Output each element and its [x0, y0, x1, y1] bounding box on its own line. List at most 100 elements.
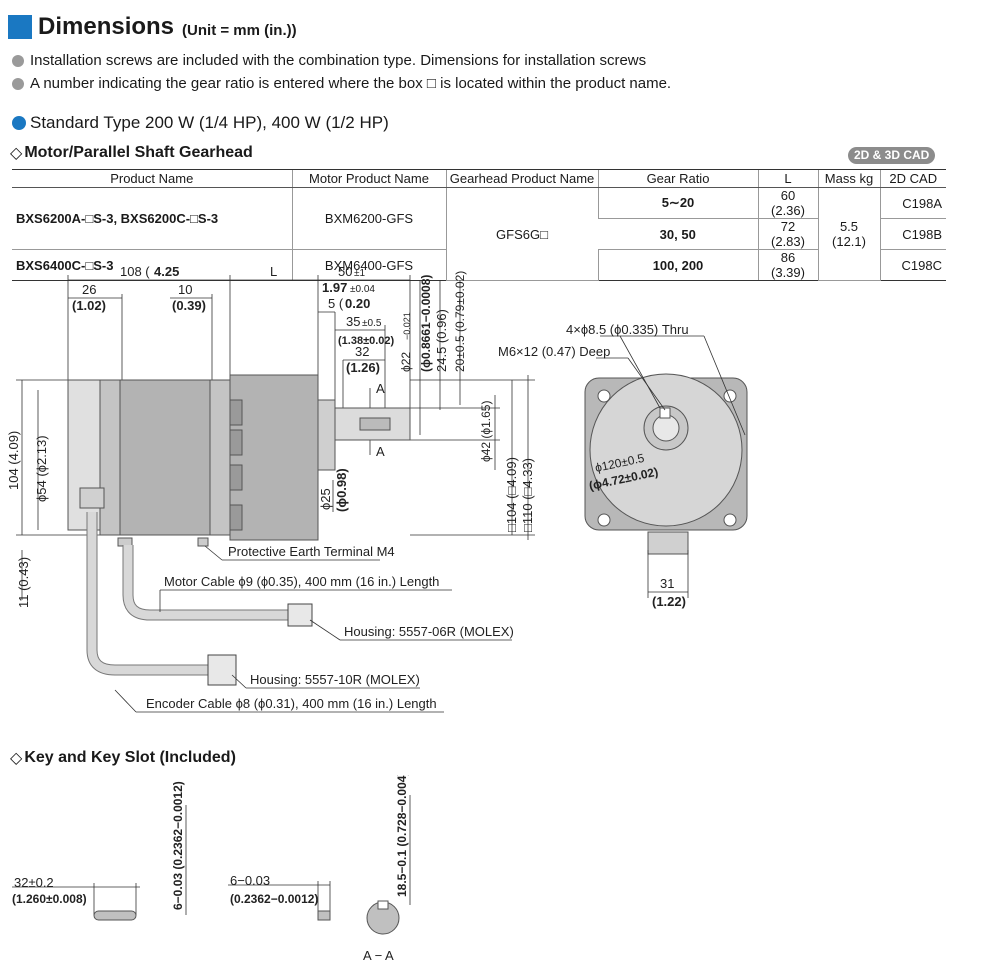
dim-32: 32	[355, 344, 369, 359]
dim-phi25: ϕ25	[318, 488, 333, 510]
col-header: Gearhead Product Name	[445, 169, 598, 188]
key-title: Key and Key Slot (Included)	[24, 749, 236, 766]
label-housing-1: Housing: 5557-06R (MOLEX)	[344, 624, 514, 639]
dim-5-in: 0.20	[345, 296, 370, 311]
key-width-v: 6−0.03 (0.2362−0.0012)	[171, 781, 185, 910]
bullet-icon	[12, 77, 24, 90]
dim-50: 50	[338, 264, 352, 279]
page-title: Dimensions (Unit = mm (in.))	[8, 10, 297, 44]
dim-L: L	[270, 264, 277, 279]
section-heading: Standard Type 200 W (1/4 HP), 400 W (1/2…	[12, 113, 389, 133]
cad-cell[interactable]: C198A	[879, 187, 946, 219]
bullet-icon	[12, 116, 26, 130]
col-header: Product Name	[12, 169, 292, 188]
table-row: BXS6200A-□S-3, BXS6200C-□S-3 BXM6200-GFS…	[12, 187, 946, 281]
dim-phi22-in: (ϕ0.8661−0.0008)	[419, 275, 433, 372]
key-width-in: (0.2362−0.0012)	[230, 892, 318, 906]
label-motor-cable: Motor Cable ϕ9 (ϕ0.35), 400 mm (16 in.) …	[164, 574, 439, 589]
key-width: 6−0.03	[230, 873, 270, 888]
note-1: Installation screws are included with th…	[12, 52, 646, 69]
dim-108-in: 4.25	[154, 264, 179, 279]
motor-name-cell: BXM6200-GFS	[291, 187, 446, 250]
col-header: Gear Ratio	[597, 169, 758, 188]
dim-sq110: □110 (□4.33)	[520, 458, 535, 532]
cables	[86, 512, 313, 686]
gear-ratio-cell: 30, 50	[598, 218, 758, 250]
label-m6-deep: M6×12 (0.47) Deep	[498, 344, 610, 359]
diamond-icon: ◇	[10, 750, 23, 767]
key-slot-depth: 18.5−0.1 (0.728−0.004)	[395, 775, 409, 897]
key-heading: ◇ Key and Key Slot (Included)	[10, 748, 236, 768]
dim-20: 20±0.5 (0.79±0.02)	[453, 271, 467, 372]
key-length: 32±0.2	[14, 875, 54, 890]
title-text: Dimensions	[38, 13, 175, 40]
subsection-title: Motor/Parallel Shaft Gearhead	[24, 144, 253, 161]
l-cell: 72 (2.83)	[757, 218, 818, 250]
diamond-icon: ◇	[10, 145, 23, 162]
dim-50-in: 1.97	[322, 280, 347, 295]
section-a-bottom: A	[376, 444, 385, 459]
mass-kg: 5.5	[839, 219, 859, 234]
l-cell: 86 (3.39)	[757, 249, 818, 281]
section-label: A − A	[363, 948, 394, 963]
dim-50-tol: ±1	[354, 268, 365, 279]
title-unit: (Unit = mm (in.))	[182, 21, 297, 39]
label-holes: 4×ϕ8.5 (ϕ0.335) Thru	[566, 322, 689, 337]
key-drawing: 32±0.2 (1.260±0.008) 6−0.03 (0.2362−0.00…	[12, 775, 411, 963]
dim-35-in: (1.38±0.02)	[338, 335, 395, 347]
motor-side-view	[67, 374, 411, 547]
dim-phi42: ϕ42 (ϕ1.65)	[479, 401, 493, 462]
mass-lb: (12.1)	[832, 234, 866, 249]
gear-ratio-cell: 5∼20	[597, 187, 758, 219]
l-cell: 60 (2.36)	[757, 187, 818, 219]
note-1-text: Installation screws are included with th…	[30, 52, 647, 69]
spec-table: Product Name Motor Product Name Gearhead…	[12, 169, 946, 281]
subsection-heading: ◇ Motor/Parallel Shaft Gearhead	[10, 143, 253, 163]
table-header-row: Product Name Motor Product Name Gearhead…	[12, 169, 946, 188]
cad-cell[interactable]: C198C	[879, 249, 946, 281]
label-pe-terminal: Protective Earth Terminal M4	[228, 544, 395, 559]
dim-26-in: (1.02)	[72, 298, 106, 313]
bullet-icon	[12, 54, 24, 67]
dim-5: 5 (	[328, 296, 344, 311]
dim-10-in: (0.39)	[172, 298, 206, 313]
dim-35-tol: ±0.5	[362, 318, 382, 329]
note-2-text: A number indicating the gear ratio is en…	[30, 75, 672, 92]
col-header: L	[757, 169, 818, 188]
dim-sq104: □104 (□4.09)	[504, 457, 519, 532]
gear-ratio-cell: 100, 200	[597, 249, 758, 281]
product-name-cell: BXS6200A-□S-3, BXS6200C-□S-3	[12, 187, 292, 250]
cad-cell[interactable]: C198B	[879, 218, 946, 250]
label-encoder-cable: Encoder Cable ϕ8 (ϕ0.31), 400 mm (16 in.…	[146, 696, 437, 711]
title-square-icon	[8, 15, 32, 39]
dim-31: 31	[660, 576, 674, 591]
section-title: Standard Type 200 W (1/4 HP), 400 W (1/2…	[30, 113, 389, 132]
dim-phi22-tol: −0.021	[402, 312, 412, 340]
dim-104: 104 (4.09)	[6, 431, 21, 490]
dim-32-in: (1.26)	[346, 360, 380, 375]
key-end	[317, 910, 331, 921]
col-header: 2D CAD	[879, 169, 946, 188]
col-header: Mass kg	[817, 169, 880, 188]
mass-cell: 5.5(12.1)	[817, 187, 880, 281]
motor-front-view	[584, 373, 748, 555]
dim-26: 26	[82, 282, 96, 297]
dimension-drawing: 108 ( 4.25 L 26 (1.02) 10 (0.39) 50 ±1 1…	[6, 264, 748, 713]
key-length-in: (1.260±0.008)	[12, 892, 87, 906]
dim-35: 35	[346, 314, 360, 329]
dim-phi54: ϕ54 (ϕ2.13)	[34, 435, 49, 502]
section-a-top: A	[376, 381, 385, 396]
cad-badge[interactable]: 2D & 3D CAD	[848, 147, 936, 164]
dim-31-in: (1.22)	[652, 594, 686, 609]
col-header: Motor Product Name	[291, 169, 446, 188]
dim-phi22: ϕ22	[399, 352, 413, 372]
key-side	[93, 910, 137, 921]
dim-108: 108 (	[120, 264, 150, 279]
dim-10: 10	[178, 282, 192, 297]
note-2: A number indicating the gear ratio is en…	[12, 75, 671, 92]
dim-24-5: 24.5 (0.96)	[434, 309, 449, 372]
table-row: 30, 50 72 (2.83) C198B	[12, 218, 946, 250]
dim-50-in-tol: ±0.04	[350, 284, 375, 295]
gearhead-name-cell: GFS6G□	[445, 187, 598, 281]
dim-11: 11 (0.43)	[16, 557, 31, 608]
